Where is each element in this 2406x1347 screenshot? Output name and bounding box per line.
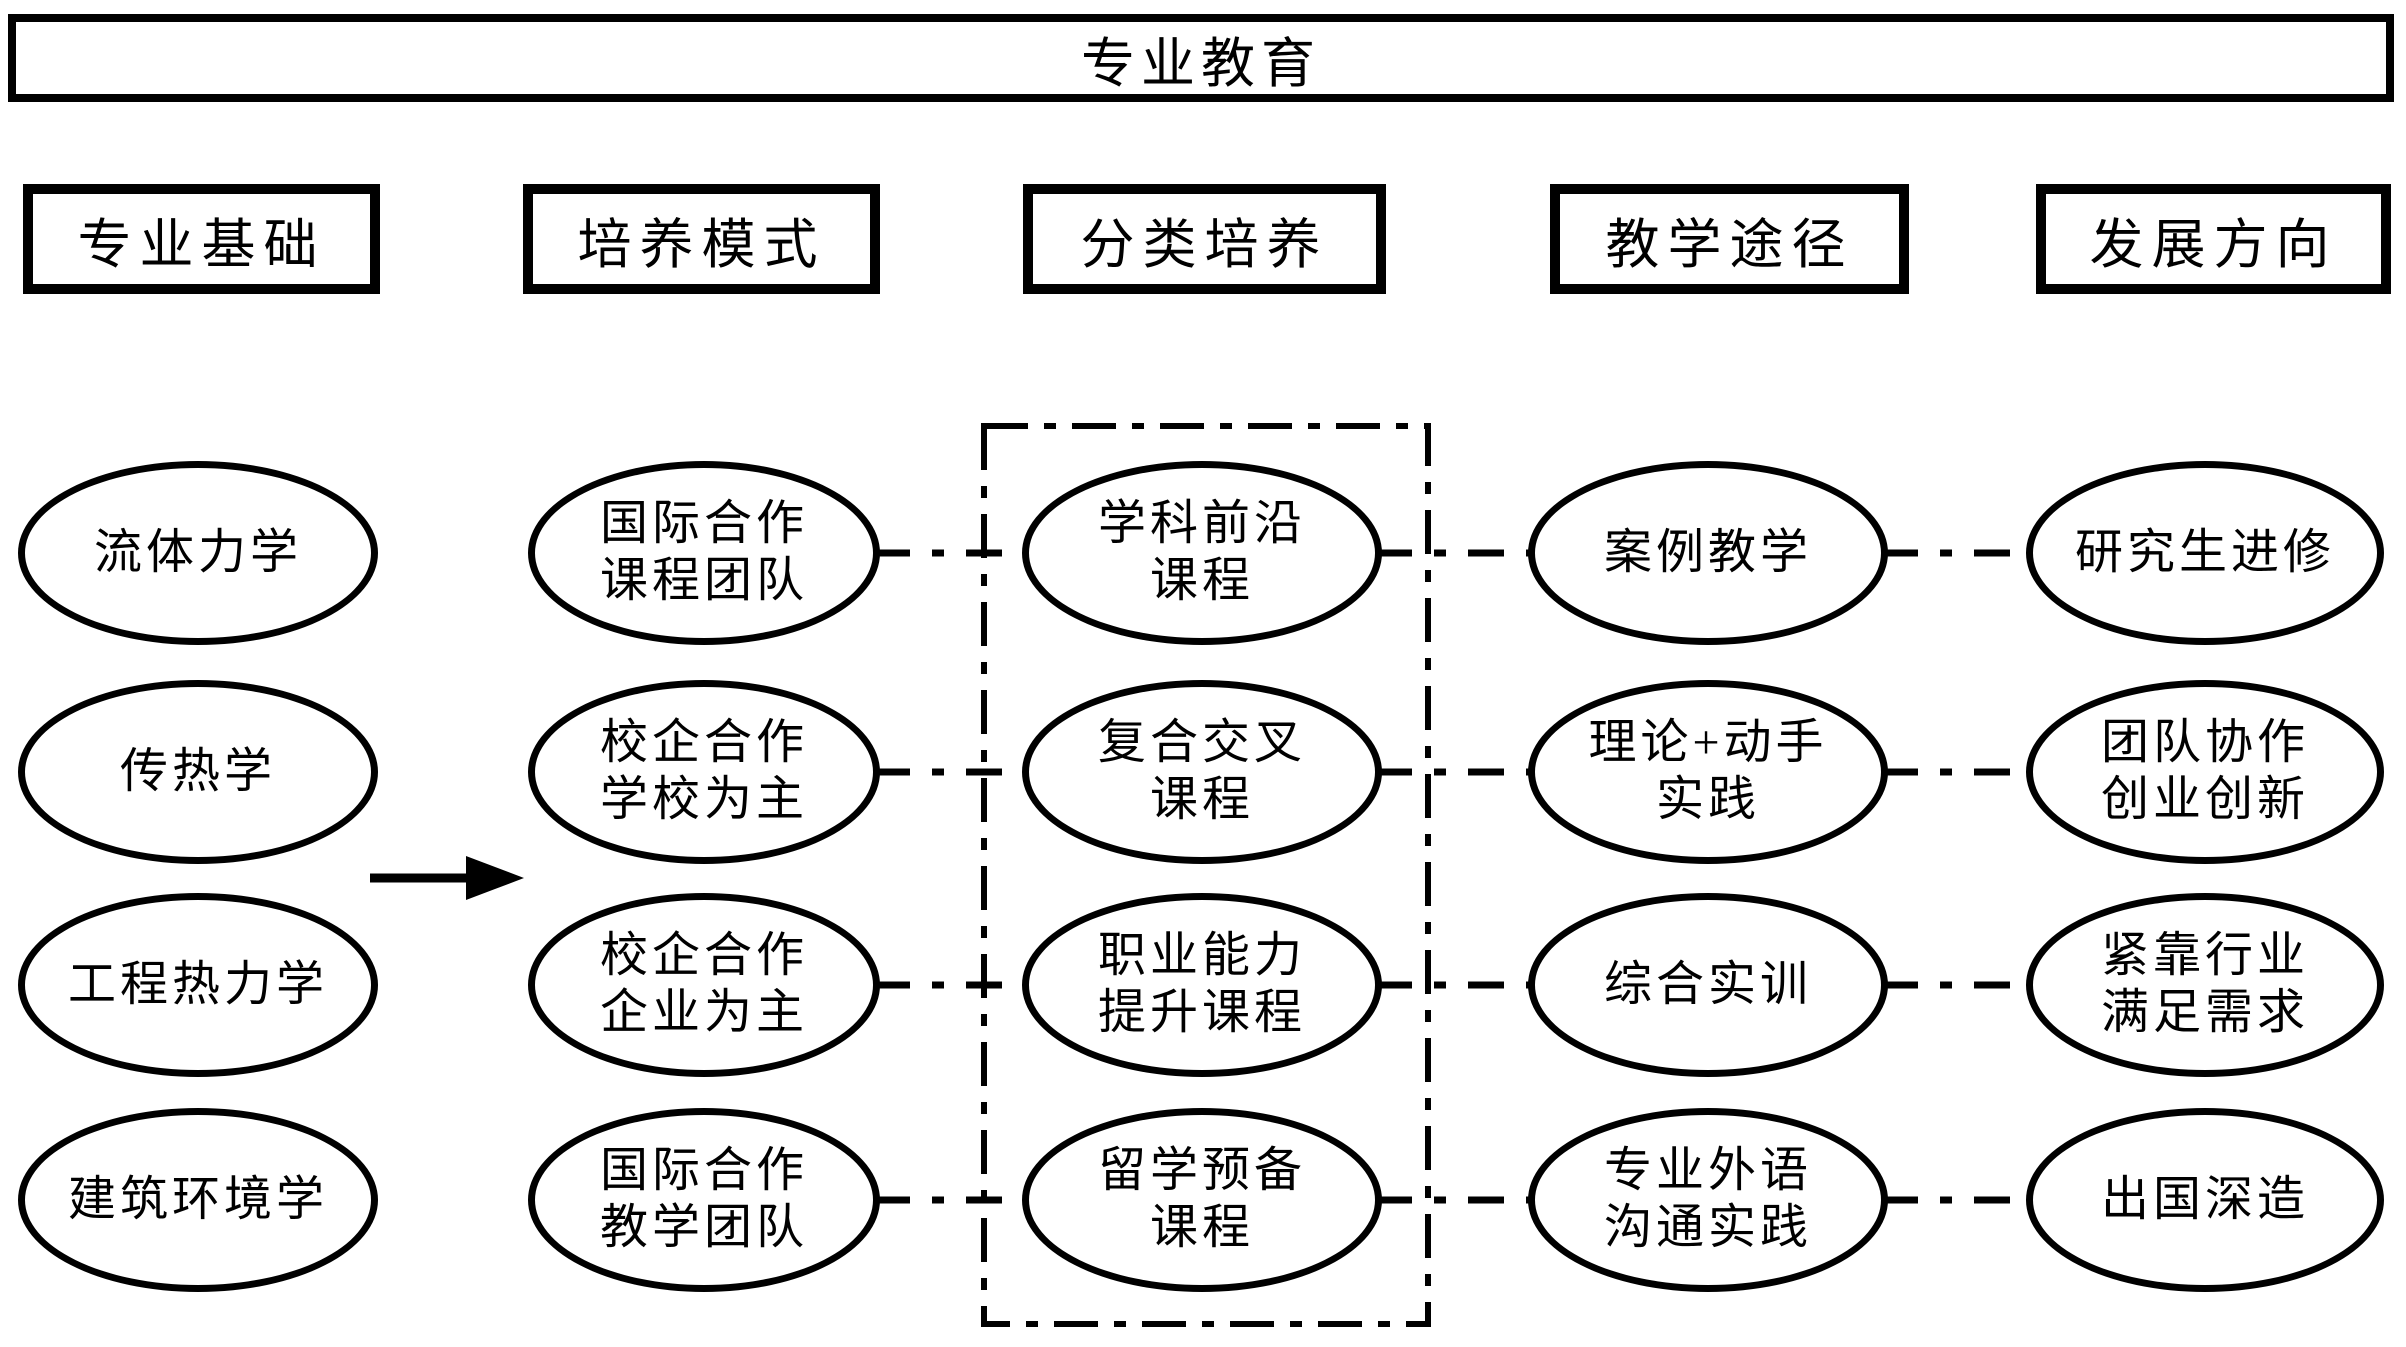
header-label: 培养模式 (577, 214, 826, 275)
node-label: 工程热力学 (67, 957, 328, 1011)
header-label: 教学途径 (1605, 214, 1854, 275)
node-international-coop-course-team: 国际合作 课程团队 (528, 461, 880, 645)
node-industry-demand: 紧靠行业 满足需求 (2026, 893, 2384, 1077)
header-teaching-approach: 教学途径 (1550, 184, 1909, 294)
node-label: 流体力学 (93, 525, 302, 579)
header-development-direction: 发展方向 (2036, 184, 2391, 294)
node-label: 建筑环境学 (67, 1172, 328, 1226)
node-label: 综合实训 (1603, 957, 1812, 1011)
node-label: 传热学 (119, 744, 276, 798)
node-label: 校企合作 企业为主 (599, 929, 808, 1039)
node-label: 理论+动手 实践 (1588, 716, 1828, 826)
node-label: 团队协作 创业创新 (2100, 716, 2309, 826)
header-label: 分类培养 (1080, 214, 1329, 275)
node-vocational-ability-courses: 职业能力 提升课程 (1022, 893, 1382, 1077)
node-theory-plus-practice: 理论+动手 实践 (1528, 680, 1888, 864)
node-label: 学科前沿 课程 (1097, 497, 1306, 607)
node-label: 校企合作 学校为主 (599, 716, 808, 826)
node-label: 专业外语 沟通实践 (1603, 1144, 1812, 1254)
flow-arrow (370, 856, 524, 900)
node-overseas-study: 出国深造 (2026, 1108, 2384, 1292)
header-training-mode: 培养模式 (523, 184, 880, 294)
banner-title: 专业教育 (1081, 33, 1321, 94)
header-label: 发展方向 (2089, 214, 2338, 275)
header-label: 专业基础 (77, 214, 326, 275)
node-fluid-mechanics: 流体力学 (18, 461, 378, 645)
node-international-coop-teaching-team: 国际合作 教学团队 (528, 1108, 880, 1292)
node-interdisciplinary-courses: 复合交叉 课程 (1022, 680, 1382, 864)
node-label: 国际合作 教学团队 (599, 1144, 808, 1254)
header-professional-foundation: 专业基础 (23, 184, 380, 294)
node-heat-transfer: 传热学 (18, 680, 378, 864)
node-professional-foreign-language: 专业外语 沟通实践 (1528, 1108, 1888, 1292)
node-label: 留学预备 课程 (1097, 1144, 1306, 1254)
node-label: 研究生进修 (2074, 525, 2335, 579)
node-frontier-courses: 学科前沿 课程 (1022, 461, 1382, 645)
node-school-enterprise-enterprise-led: 校企合作 企业为主 (528, 893, 880, 1077)
node-label: 出国深造 (2100, 1172, 2309, 1226)
node-label: 复合交叉 课程 (1097, 716, 1306, 826)
banner-professional-education: 专业教育 (8, 14, 2394, 102)
header-classified-training: 分类培养 (1023, 184, 1386, 294)
node-graduate-study: 研究生进修 (2026, 461, 2384, 645)
node-label: 案例教学 (1603, 525, 1812, 579)
node-label: 职业能力 提升课程 (1097, 929, 1306, 1039)
node-teamwork-entrepreneurship: 团队协作 创业创新 (2026, 680, 2384, 864)
node-case-teaching: 案例教学 (1528, 461, 1888, 645)
node-comprehensive-training: 综合实训 (1528, 893, 1888, 1077)
node-building-environment: 建筑环境学 (18, 1108, 378, 1292)
node-school-enterprise-school-led: 校企合作 学校为主 (528, 680, 880, 864)
node-study-abroad-prep-courses: 留学预备 课程 (1022, 1108, 1382, 1292)
node-engineering-thermodynamics: 工程热力学 (18, 893, 378, 1077)
node-label: 紧靠行业 满足需求 (2100, 929, 2309, 1039)
node-label: 国际合作 课程团队 (599, 497, 808, 607)
